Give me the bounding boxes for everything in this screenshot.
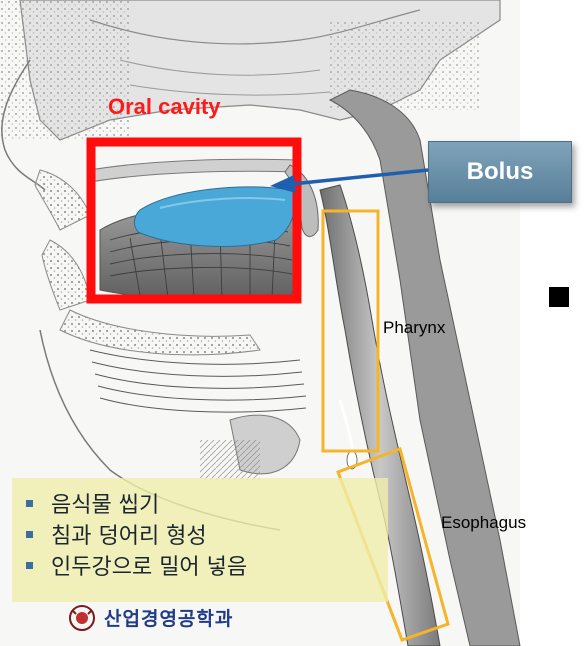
oral-cavity-label: Oral cavity [108,94,221,120]
note-text: 침과 덩어리 형성 [51,524,207,549]
bolus-label-box: Bolus [428,141,572,203]
university-name: 산업경영공학과 [104,604,233,631]
university-logo-icon [68,604,96,632]
note-text: 인두강으로 밀어 넣음 [51,555,247,580]
bullet-icon [26,500,33,507]
thyroid-cartilage [200,440,260,480]
square-icon [549,287,569,307]
list-item: 음식물 씹기 [26,490,388,521]
bullet-icon [26,531,33,538]
list-item: 인두강으로 밀어 넣음 [26,552,388,583]
notes-panel: 음식물 씹기 침과 덩어리 형성 인두강으로 밀어 넣음 [12,478,388,602]
pharynx-label: Pharynx [383,318,445,338]
list-item: 침과 덩어리 형성 [26,521,388,552]
notes-list: 음식물 씹기 침과 덩어리 형성 인두강으로 밀어 넣음 [12,478,388,583]
bolus-label: Bolus [467,158,534,186]
note-text: 음식물 씹기 [51,493,159,518]
esophagus-label: Esophagus [441,513,526,533]
bullet-icon [26,562,33,569]
